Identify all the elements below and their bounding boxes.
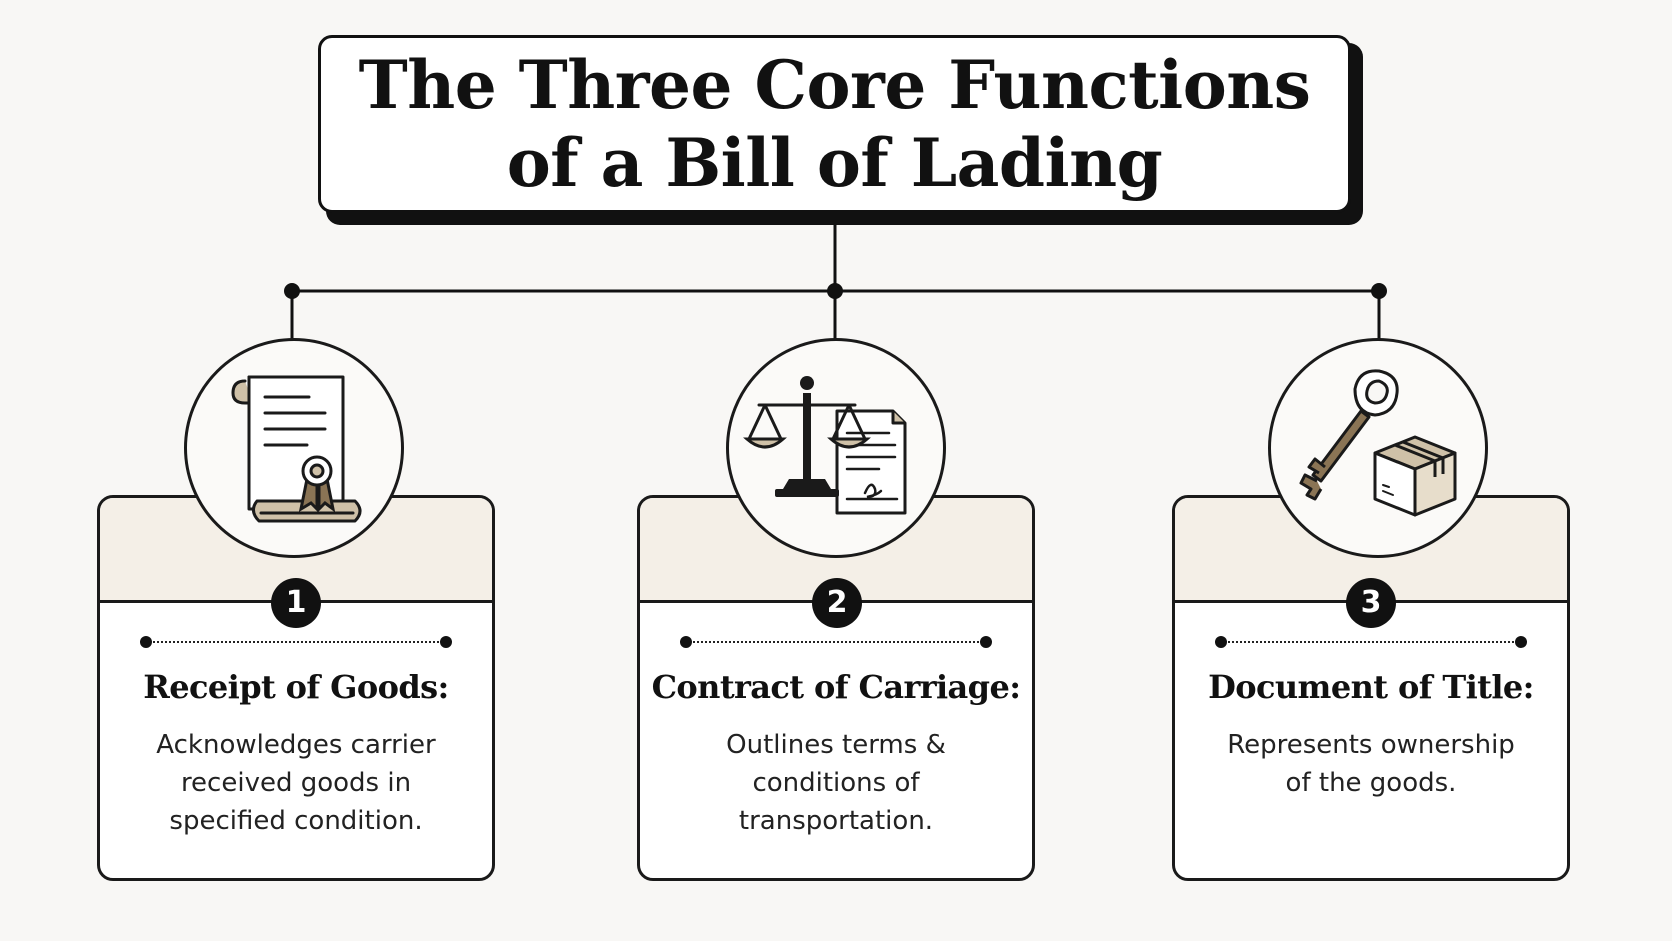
dotted-divider bbox=[1215, 636, 1527, 648]
description-line: Represents ownership bbox=[1227, 730, 1515, 760]
card-heading: Receipt of Goods: bbox=[143, 668, 449, 706]
certificate-scroll-icon bbox=[231, 375, 362, 523]
number-badge-3: 3 bbox=[1346, 578, 1396, 628]
description-line: Acknowledges carrier bbox=[156, 730, 436, 760]
description-line: Outlines terms & bbox=[726, 730, 946, 760]
number-badge-2: 2 bbox=[812, 578, 862, 628]
dotted-divider bbox=[140, 636, 452, 648]
icon-circle-2 bbox=[726, 338, 946, 558]
description-line: conditions of bbox=[752, 768, 920, 798]
number-badge-1: 1 bbox=[271, 578, 321, 628]
title-line-2: of a Bill of Lading bbox=[506, 124, 1163, 202]
title-box: The Three Core Functions of a Bill of La… bbox=[318, 35, 1351, 213]
description-line: specified condition. bbox=[169, 806, 423, 836]
card-heading: Document of Title: bbox=[1208, 668, 1534, 706]
junction-dot-2 bbox=[827, 283, 843, 299]
dotted-divider bbox=[680, 636, 992, 648]
junction-dot-1 bbox=[284, 283, 300, 299]
function-card-title: Document of Title: Represents ownership … bbox=[1172, 495, 1570, 881]
card-description: Outlines terms & conditions of transport… bbox=[660, 726, 1012, 840]
description-line: received goods in bbox=[180, 768, 412, 798]
card-heading: Contract of Carriage: bbox=[651, 668, 1021, 706]
card-description: Acknowledges carrier received goods in s… bbox=[120, 726, 472, 840]
scales-contract-icon bbox=[743, 376, 907, 515]
card-description: Represents ownership of the goods. bbox=[1195, 726, 1547, 802]
icon-circle-3 bbox=[1268, 338, 1488, 558]
description-line: of the goods. bbox=[1285, 768, 1457, 798]
key-box-icon bbox=[1299, 369, 1457, 517]
icon-circle-1 bbox=[184, 338, 404, 558]
junction-dot-3 bbox=[1371, 283, 1387, 299]
title-line-1: The Three Core Functions bbox=[358, 46, 1311, 124]
description-line: transportation. bbox=[738, 806, 934, 836]
